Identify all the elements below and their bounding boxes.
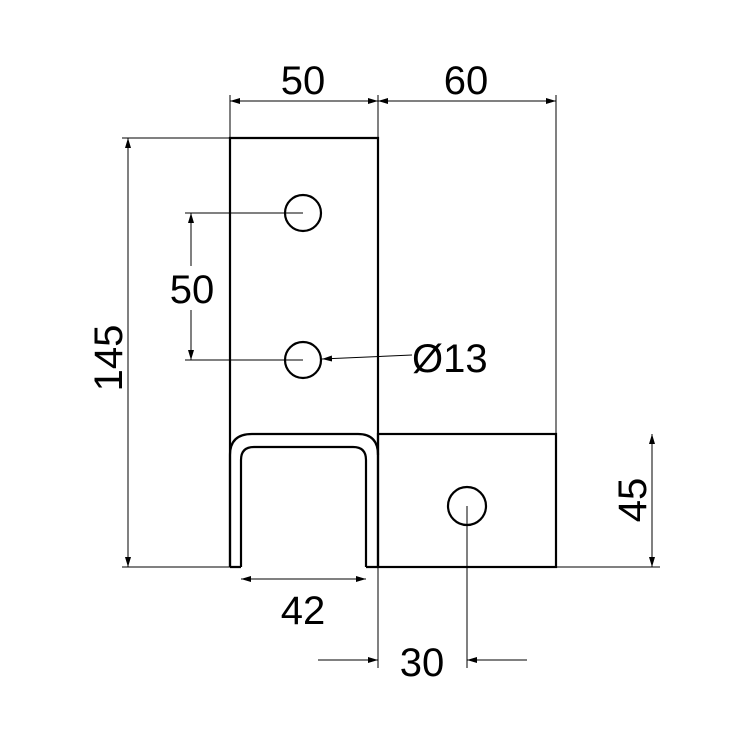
dim-right-height: 45 [556, 434, 660, 568]
dim-hole-offset: 30 [318, 506, 527, 685]
dim-text: 42 [281, 589, 326, 633]
dim-channel-width: 42 [241, 576, 366, 633]
dim-text: 50 [281, 59, 326, 103]
vertical-plate [228, 136, 380, 567]
dim-text: 45 [611, 478, 655, 523]
channel-inner [239, 445, 368, 567]
dim-text: 145 [87, 325, 131, 392]
dim-hole-diameter: Ø13 [321, 337, 488, 381]
dim-total-height: 145 [87, 137, 230, 568]
dim-text: Ø13 [412, 337, 488, 381]
channel-outer [228, 432, 380, 567]
dim-top-left: 50 [229, 59, 379, 138]
dim-top-right: 60 [378, 59, 557, 434]
bracket-part [228, 136, 558, 569]
dim-text: 60 [444, 59, 489, 103]
dim-hole-spacing: 50 [165, 212, 303, 361]
dim-text: 30 [400, 641, 445, 685]
dim-text: 50 [170, 268, 215, 312]
